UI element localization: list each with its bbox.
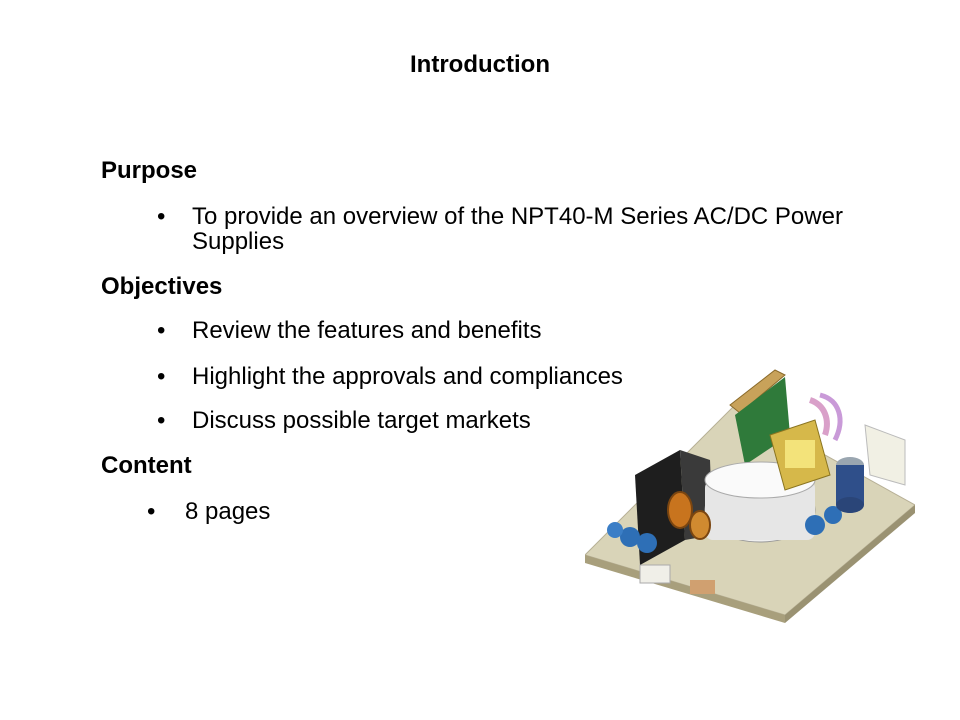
bullet-text: To provide an overview of the NPT40-M Se… xyxy=(192,203,843,255)
section-heading-objectives: Objectives xyxy=(101,273,223,300)
bullet-item: • Review the features and benefits xyxy=(157,318,852,343)
bullet-glyph: • xyxy=(157,203,166,230)
bullet-text: Highlight the approvals and compliances xyxy=(192,363,623,390)
bullet-text: 8 pages xyxy=(185,498,271,525)
power-supply-board-image xyxy=(585,369,915,623)
bullet-glyph: • xyxy=(157,363,166,390)
section-heading-purpose: Purpose xyxy=(101,157,198,184)
bullet-glyph: • xyxy=(147,498,156,525)
bullet-glyph: • xyxy=(157,407,166,434)
bullet-item: • To provide an overview of the NPT40-M … xyxy=(157,204,852,254)
bullet-item: • 8 pages xyxy=(147,499,845,524)
bullet-item: • Discuss possible target markets xyxy=(157,408,852,433)
bullet-text: Review the features and benefits xyxy=(192,317,542,344)
bullet-item: • Highlight the approvals and compliance… xyxy=(157,364,852,389)
slide-title: Introduction xyxy=(410,51,550,78)
section-heading-content: Content xyxy=(101,452,192,479)
bullet-glyph: • xyxy=(157,317,166,344)
bullet-text: Discuss possible target markets xyxy=(192,407,531,434)
